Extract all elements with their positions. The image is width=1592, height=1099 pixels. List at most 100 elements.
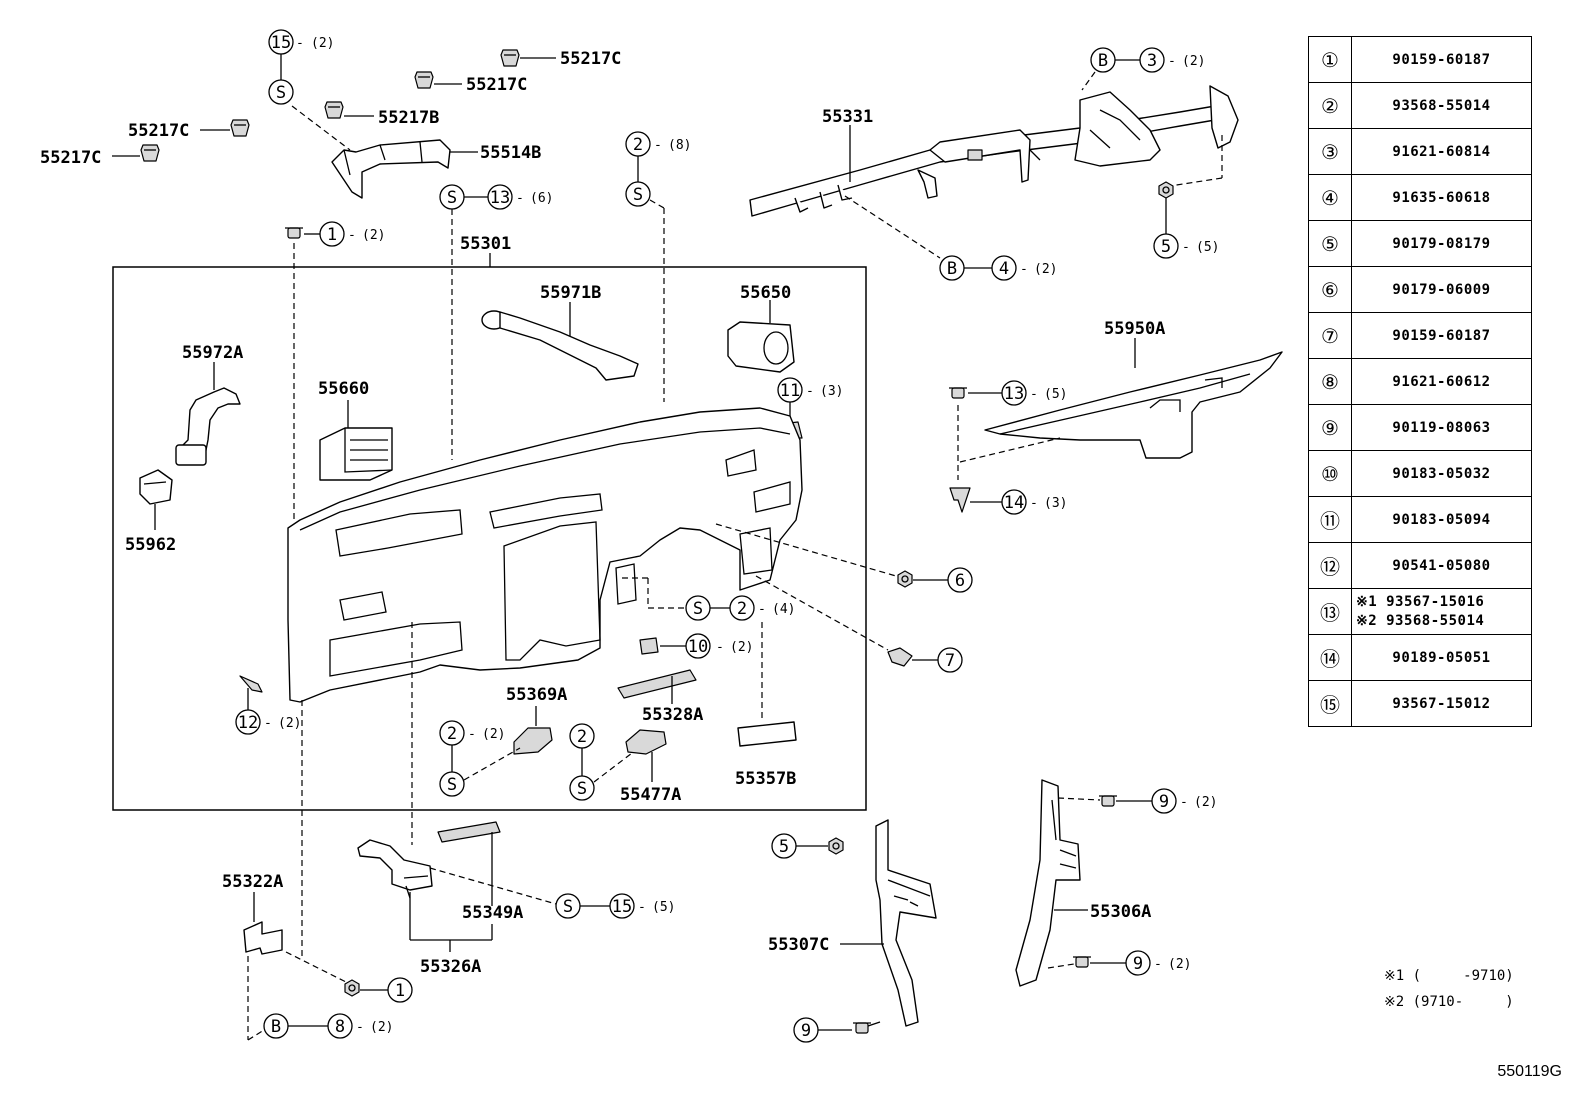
callout-15-bottom: S 15 - (5) [555,893,675,919]
svg-text:8: 8 [335,1017,345,1037]
svg-text:55972A: 55972A [182,343,243,363]
ref-number: ⑬ [1308,588,1352,635]
svg-text:5: 5 [1161,237,1171,257]
svg-text:6: 6 [955,571,965,591]
ref-part-number: 90183-05032 [1351,450,1532,497]
clip-55217c-3: 55217C [128,119,250,141]
svg-text:55971B: 55971B [540,283,601,303]
callout-9-bottom: 9 [793,1017,881,1043]
part-55972a: 55972A [175,343,243,466]
part-55962: 55962 [125,469,176,555]
ref-number: ⑮ [1308,680,1352,727]
svg-text:-: - [1180,795,1188,810]
svg-text:55514B: 55514B [480,143,541,163]
svg-text:55322A: 55322A [222,872,283,892]
svg-text:55217C: 55217C [560,49,621,69]
svg-text:-: - [296,36,304,51]
svg-text:-: - [468,727,476,742]
callout-6: 6 [715,523,973,593]
svg-text:-: - [1020,262,1028,277]
svg-text:-: - [654,138,662,153]
svg-text:B: B [271,1017,281,1037]
svg-text:55369A: 55369A [506,685,567,705]
svg-text:55326A: 55326A [420,957,481,977]
ref-number: ⑧ [1308,358,1352,405]
table-row: ⑬※1 93567-15016※2 93568-55014 [1308,588,1532,635]
ref-number: ⑨ [1308,404,1352,451]
clip-55217c-4: 55217C [40,144,160,168]
svg-text:2: 2 [447,724,457,744]
callout-5-bottom: 5 [771,833,844,859]
part-55328a: 55328A [617,669,703,725]
ref-part-number: 91621-60814 [1351,128,1532,175]
svg-text:3: 3 [1147,51,1157,71]
svg-text:55307C: 55307C [768,935,829,955]
svg-text:2: 2 [737,599,747,619]
svg-text:55962: 55962 [125,535,176,555]
svg-text:-: - [638,900,646,915]
callout-13-right: 13 - (5) [948,380,1067,480]
part-55349a: 55349A [437,821,523,923]
svg-text:55217C: 55217C [40,148,101,168]
svg-text:55357B: 55357B [735,769,796,789]
diagram-code: 550119G [1497,1063,1562,1080]
dashboard-panel [287,407,803,703]
svg-text:1: 1 [395,981,405,1001]
svg-text:15: 15 [612,897,632,917]
callout-2-left: 2 - (2) S [439,720,521,797]
svg-text:(2): (2) [311,36,334,51]
svg-text:(2): (2) [362,228,385,243]
svg-text:-: - [758,602,766,617]
svg-text:S: S [633,185,643,205]
ref-part-number: 93568-55014 [1351,82,1532,129]
label-55301: 55301 [460,234,511,254]
svg-text:(3): (3) [820,384,843,399]
ref-part-number: 90179-06009 [1351,266,1532,313]
part-55660: 55660 [318,379,393,481]
part-55326a: 55326A [357,839,557,977]
svg-text:15: 15 [271,33,291,53]
callout-3: B 3 - (2) [1090,47,1205,73]
svg-text:S: S [693,599,703,619]
part-55306a: 55306A [1015,779,1151,987]
svg-text:55217B: 55217B [378,108,439,128]
ref-part-number: 90189-05051 [1351,634,1532,681]
ref-part-number: 90179-08179 [1351,220,1532,267]
ref-number: ⑤ [1308,220,1352,267]
ref-number: ⑫ [1308,542,1352,589]
callout-7: 7 [755,575,963,673]
part-55477a: 55477A [620,729,681,805]
svg-text:(6): (6) [530,191,553,206]
svg-text:5: 5 [779,837,789,857]
callout-4: B 4 - (2) [939,255,1057,281]
callout-1-top: 1 - (2) [284,221,385,520]
svg-text:S: S [577,779,587,799]
part-55971b: 55971B [481,283,639,381]
svg-text:9: 9 [801,1021,811,1041]
svg-text:55660: 55660 [318,379,369,399]
callout-14: 14 - (3) [949,487,1067,515]
callout-2-center: 2 S [569,723,637,801]
ref-number: ⑩ [1308,450,1352,497]
svg-text:(5): (5) [1196,240,1219,255]
callout-9-mid: 9 - (2) [1047,950,1191,976]
footnote-2: ※2 (9710- ) [1384,994,1514,1010]
svg-text:11: 11 [780,381,800,401]
svg-text:(2): (2) [370,1020,393,1035]
svg-text:(2): (2) [1182,54,1205,69]
part-55514b: 55514B [291,105,541,199]
clip-55217b: 55217B [324,101,439,128]
part-55331: 55331 [749,71,1239,259]
svg-text:-: - [1030,496,1038,511]
callout-9-top: 9 - (2) [1057,788,1217,814]
svg-text:9: 9 [1133,954,1143,974]
